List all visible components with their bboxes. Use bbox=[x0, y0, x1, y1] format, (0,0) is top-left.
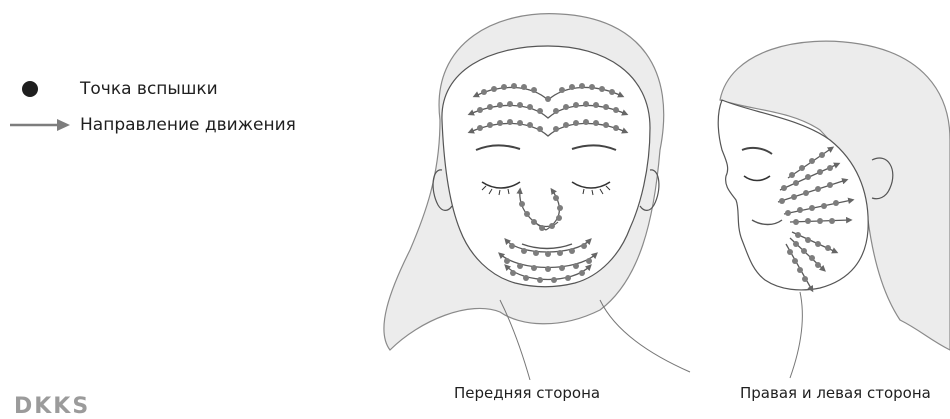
caption-front: Передняя сторона bbox=[454, 384, 600, 402]
side-face bbox=[718, 41, 950, 378]
caption-side: Правая и левая сторона bbox=[740, 384, 931, 402]
front-face bbox=[384, 14, 690, 380]
front-face-outline bbox=[442, 46, 650, 287]
face-massage-illustration bbox=[0, 0, 950, 380]
brand-fragment: DKKS bbox=[14, 396, 90, 418]
